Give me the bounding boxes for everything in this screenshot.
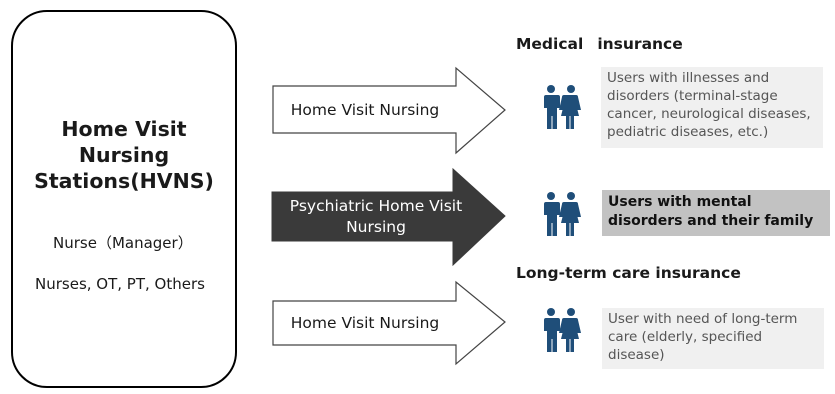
- arrow-label-line: Nursing: [346, 218, 406, 236]
- arrow-label-psychiatric: Psychiatric Home Visit Nursing: [276, 196, 476, 238]
- arrow-label-home-visit-medical: Home Visit Nursing: [290, 101, 440, 119]
- arrow-label-line: Psychiatric Home Visit: [289, 197, 463, 215]
- couple-icon: [544, 85, 581, 129]
- station-box: Home Visit Nursing Stations(HVNS) Nurse（…: [11, 10, 237, 388]
- station-title-line: Nursing: [78, 143, 170, 167]
- user-box-mental: Users with mental disorders and their fa…: [602, 190, 830, 236]
- user-box-illness: Users with illnesses and disorders (term…: [601, 67, 823, 148]
- arrow-home-visit-ltc: [272, 280, 506, 366]
- couple-icon: [544, 308, 581, 352]
- station-title-line: Stations(HVNS): [34, 169, 214, 193]
- station-title-line: Home Visit: [61, 117, 187, 141]
- staff-manager: Nurse（Manager）: [53, 234, 193, 252]
- heading-word: insurance: [597, 35, 683, 53]
- heading-word: Medical: [516, 35, 584, 53]
- heading-long-term-care-insurance: Long-term care insurance: [516, 264, 741, 282]
- arrow-psychiatric: [271, 167, 506, 267]
- user-box-long-term-care: User with need of long-term care (elderl…: [602, 308, 824, 369]
- arrow-home-visit-medical: [272, 66, 506, 155]
- couple-icon: [544, 192, 581, 236]
- staff-others: Nurses, OT, PT, Others: [35, 275, 205, 293]
- station-title: Home Visit Nursing Stations(HVNS): [13, 116, 235, 194]
- arrow-label-home-visit-ltc: Home Visit Nursing: [290, 314, 440, 332]
- heading-medical-insurance: Medical insurance: [516, 35, 683, 53]
